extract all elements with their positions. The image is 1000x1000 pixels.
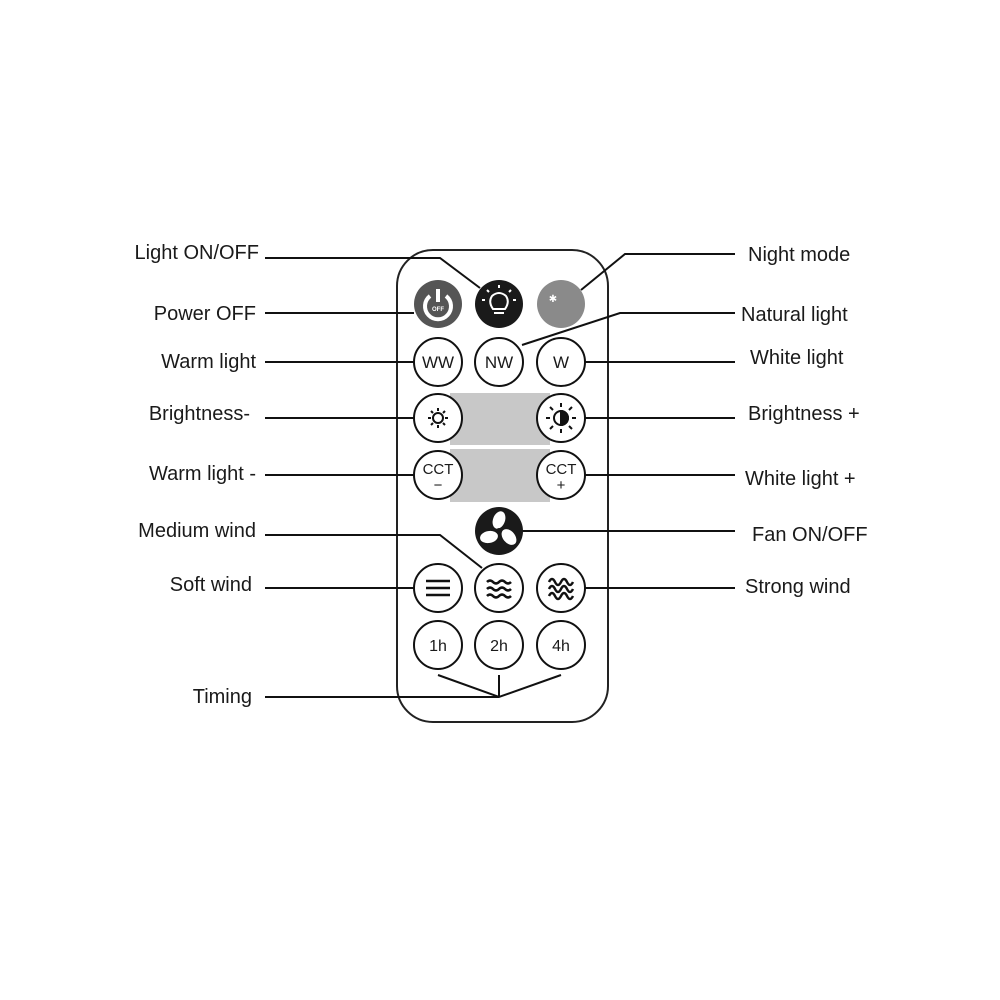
timer-4h-button[interactable]: 4h bbox=[536, 620, 586, 670]
label-power-off: Power OFF bbox=[154, 303, 256, 325]
timer-2h-button[interactable]: 2h bbox=[474, 620, 524, 670]
label-brightness-plus: Brightness + bbox=[748, 403, 860, 425]
ww-label: WW bbox=[422, 353, 454, 372]
cct-label: CCT bbox=[423, 461, 454, 478]
warm-light-button[interactable]: WW bbox=[413, 337, 463, 387]
timer-1h-button[interactable]: 1h bbox=[413, 620, 463, 670]
label-light-on-off: Light ON/OFF bbox=[135, 242, 259, 264]
cct-minus-button[interactable]: CCT − bbox=[413, 450, 463, 500]
timer-4h-label: 4h bbox=[552, 638, 570, 655]
dim-sun-icon bbox=[428, 408, 448, 428]
night-mode-button[interactable]: ✱ bbox=[537, 280, 585, 328]
medium-wind-icon bbox=[486, 579, 512, 599]
label-warm-light-minus: Warm light - bbox=[149, 463, 256, 485]
strong-wind-icon bbox=[547, 577, 575, 601]
label-warm-light: Warm light bbox=[161, 351, 256, 373]
medium-wind-button[interactable] bbox=[474, 563, 524, 613]
power-icon bbox=[423, 289, 453, 322]
label-night-mode: Night mode bbox=[748, 244, 850, 266]
label-natural-light: Natural light bbox=[741, 304, 848, 326]
label-white-light-plus: White light + bbox=[745, 468, 856, 490]
star-icon: ✱ bbox=[549, 294, 557, 305]
off-badge: OFF bbox=[432, 307, 444, 313]
bright-sun-icon bbox=[546, 403, 576, 433]
cct-label: CCT bbox=[546, 461, 577, 478]
soft-wind-icon bbox=[426, 579, 450, 597]
plus-label: + bbox=[557, 477, 566, 494]
brightness-band bbox=[450, 393, 550, 445]
timer-1h-label: 1h bbox=[429, 638, 447, 655]
brightness-minus-button[interactable] bbox=[413, 393, 463, 443]
white-light-button[interactable]: W bbox=[536, 337, 586, 387]
nw-label: NW bbox=[485, 353, 513, 372]
label-medium-wind: Medium wind bbox=[138, 520, 256, 542]
brightness-plus-button[interactable] bbox=[536, 393, 586, 443]
label-fan-on-off: Fan ON/OFF bbox=[752, 524, 868, 546]
timer-2h-label: 2h bbox=[490, 638, 508, 655]
label-strong-wind: Strong wind bbox=[745, 576, 851, 598]
label-brightness-minus: Brightness- bbox=[149, 403, 250, 425]
soft-wind-button[interactable] bbox=[413, 563, 463, 613]
cct-band bbox=[450, 449, 550, 502]
label-soft-wind: Soft wind bbox=[170, 574, 252, 596]
w-label: W bbox=[553, 353, 569, 372]
lightbulb-icon bbox=[482, 285, 516, 314]
light-on-off-button[interactable] bbox=[475, 280, 523, 328]
minus-label: − bbox=[434, 477, 443, 494]
natural-light-button[interactable]: NW bbox=[474, 337, 524, 387]
strong-wind-button[interactable] bbox=[536, 563, 586, 613]
leader-lines bbox=[265, 253, 735, 699]
fan-icon bbox=[480, 511, 517, 545]
fan-on-off-button[interactable] bbox=[475, 507, 523, 555]
cct-plus-button[interactable]: CCT + bbox=[536, 450, 586, 500]
label-white-light: White light bbox=[750, 347, 844, 369]
power-off-button[interactable]: OFF bbox=[414, 280, 462, 328]
label-timing: Timing bbox=[193, 686, 252, 708]
